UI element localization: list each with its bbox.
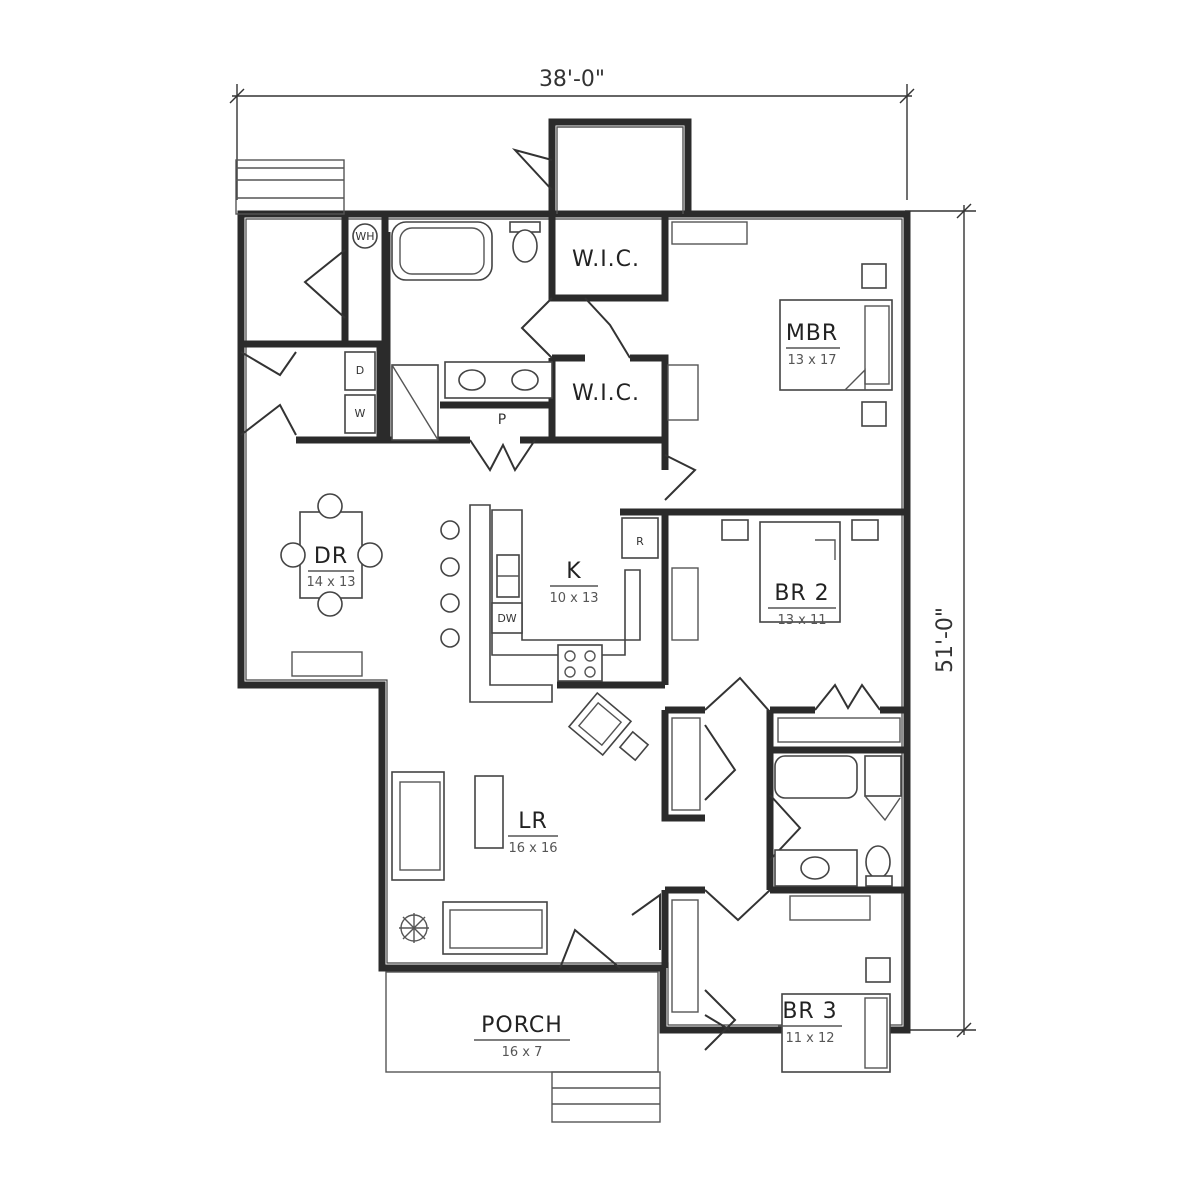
dining-chair [357,542,383,568]
wic-top-label: W.I.C. [572,247,640,272]
washer-label: W [355,407,366,420]
mbr-nightstand-top [861,263,887,289]
dryer [344,351,376,391]
range [557,644,603,682]
lr-coffee-table [474,775,504,849]
mbr-label: MBR [786,321,838,346]
br3-bed [781,993,891,1073]
refrigerator [621,517,659,559]
rear-steps [235,159,345,215]
dining-chair [317,591,343,617]
depth-dimension: 51'-0" [905,203,976,1038]
br2-size: 13 x 11 [777,613,826,628]
lr-label: LR [518,809,548,834]
master-tub [391,221,493,281]
lr-size: 16 x 16 [508,841,557,856]
bath2-linen [864,755,902,797]
bath2-tub [774,755,858,799]
br2-nightstand [721,519,749,541]
lr-side-table [618,730,650,762]
mbr-nightstand-bottom [861,401,887,427]
width-dimension: 38'-0" [229,67,915,200]
kitchen-island [469,504,553,703]
bath2-sink [800,856,830,880]
depth-dimension-label: 51'-0" [933,607,958,673]
master-sink-right [511,369,539,391]
dr-size: 14 x 13 [306,575,355,590]
bar-stool [440,557,460,577]
dryer-label: D [356,364,364,377]
dining-chair [317,493,343,519]
porch-structure [385,971,661,1123]
porch-label: PORCH [481,1013,563,1038]
bar-stool [440,520,460,540]
bar-stool [440,593,460,613]
master-toilet [512,229,538,263]
porch-size: 16 x 7 [502,1045,543,1060]
doors [240,148,881,1051]
pantry-label: P [498,412,506,428]
br2-nightstand [851,519,879,541]
kitchen-counter [491,509,641,656]
refrigerator-label: R [636,535,644,548]
br3-nightstand [865,957,891,983]
room-labels: W.I.C. W.I.C. MBR 13 x 17 DR 14 x 13 K 1… [306,247,842,1060]
wic-mid-label: W.I.C. [572,381,640,406]
fixtures: WH P D W [280,221,902,1073]
dishwasher [491,602,523,634]
dining-chair [280,542,306,568]
bar-stool [440,628,460,648]
mbr-bed [779,299,893,391]
br2-label: BR 2 [774,581,829,606]
washer [344,394,376,434]
br3-label: BR 3 [782,999,837,1024]
plant-icon [399,913,429,943]
dr-label: DR [314,544,348,569]
dishwasher-label: DW [497,612,516,625]
lr-armchair [567,691,633,757]
mbr-size: 13 x 17 [787,353,836,368]
br3-size: 11 x 12 [785,1031,834,1046]
kitchen-label: K [566,559,581,584]
br2-bed [759,521,841,623]
bath2-toilet [865,845,891,879]
width-dimension-label: 38'-0" [539,67,605,92]
master-sink-left [458,369,486,391]
water-heater-label: WH [355,230,374,243]
kitchen-size: 10 x 13 [549,591,598,606]
water-heater [352,223,378,249]
